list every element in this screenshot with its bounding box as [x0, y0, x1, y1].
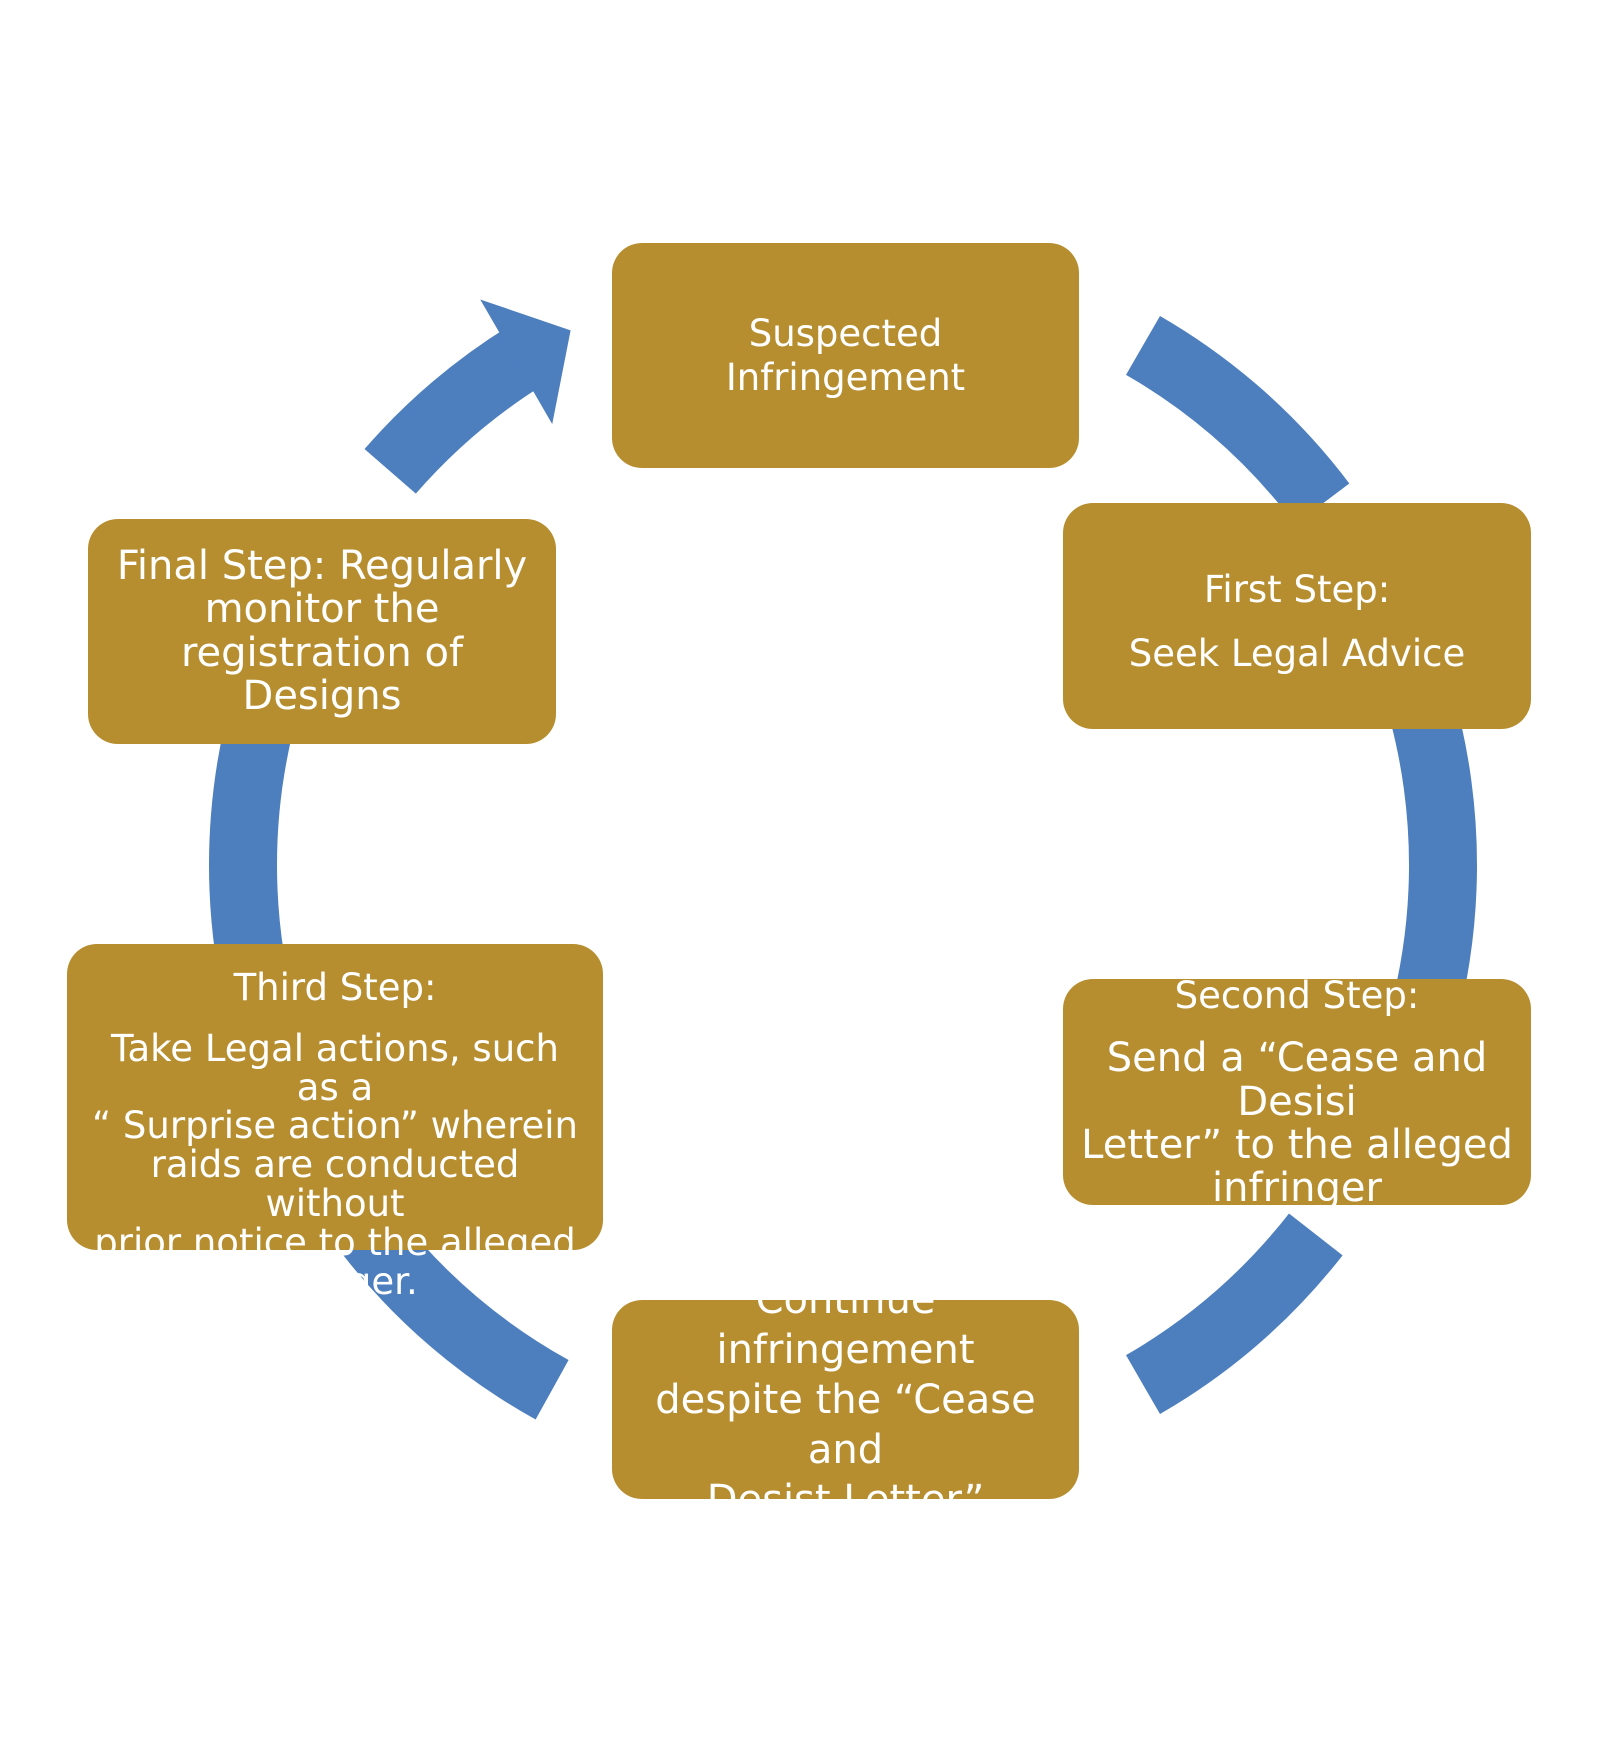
- third-step-body-line: raids are conducted without: [150, 1143, 520, 1226]
- node-final-step: Final Step: Regularly monitor the regist…: [88, 519, 556, 744]
- node-continue-infringement: Continue infringement despite the “Cease…: [612, 1277, 1079, 1523]
- third-step-body-line: prior notice to the alleged: [94, 1220, 576, 1264]
- continue-line: despite the “Cease and: [655, 1376, 1036, 1473]
- final-step-line: Final Step: Regularly: [116, 543, 528, 590]
- ring-arc-first-to-second: [1384, 690, 1478, 1051]
- continue-line: Continue infringement: [716, 1276, 975, 1373]
- ring-arc-final-to-suspected: [364, 315, 560, 494]
- first-step-heading: First Step:: [1203, 568, 1391, 612]
- first-step-body: Seek Legal Advice: [1128, 632, 1466, 675]
- ring-arrowhead: [480, 299, 571, 425]
- node-suspected-label: Suspected Infringement: [725, 311, 966, 399]
- final-step-line: registration of Designs: [180, 629, 464, 719]
- third-step-body-line: Take Legal actions, such as a: [111, 1026, 559, 1109]
- ring-arc-second-to-continue: [1126, 1213, 1343, 1415]
- continue-line: Desist Letter”: [706, 1476, 985, 1523]
- third-step-heading: Third Step:: [233, 966, 437, 1009]
- second-step-body-line: Send a “Cease and Desisi: [1106, 1035, 1488, 1125]
- ring-arc-continue-to-third: [343, 1213, 569, 1420]
- third-step-body-line: infringer.: [252, 1259, 418, 1303]
- second-step-body-line: infringer: [1212, 1165, 1382, 1212]
- node-suspected-infringement: Suspected Infringement: [612, 243, 1079, 468]
- second-step-body-line: Letter” to the alleged: [1081, 1121, 1513, 1168]
- node-third-step: Third Step: Take Legal actions, such as …: [67, 944, 603, 1301]
- final-step-line: monitor the: [204, 586, 440, 633]
- node-second-step: Second Step: Send a “Cease and Desisi Le…: [1063, 974, 1531, 1210]
- third-step-body-line: “ Surprise action” wherein: [91, 1104, 579, 1148]
- second-step-heading: Second Step:: [1174, 973, 1420, 1017]
- node-first-step: First Step: Seek Legal Advice: [1063, 503, 1531, 729]
- ring-arc-suspected-to-first: [1126, 315, 1350, 525]
